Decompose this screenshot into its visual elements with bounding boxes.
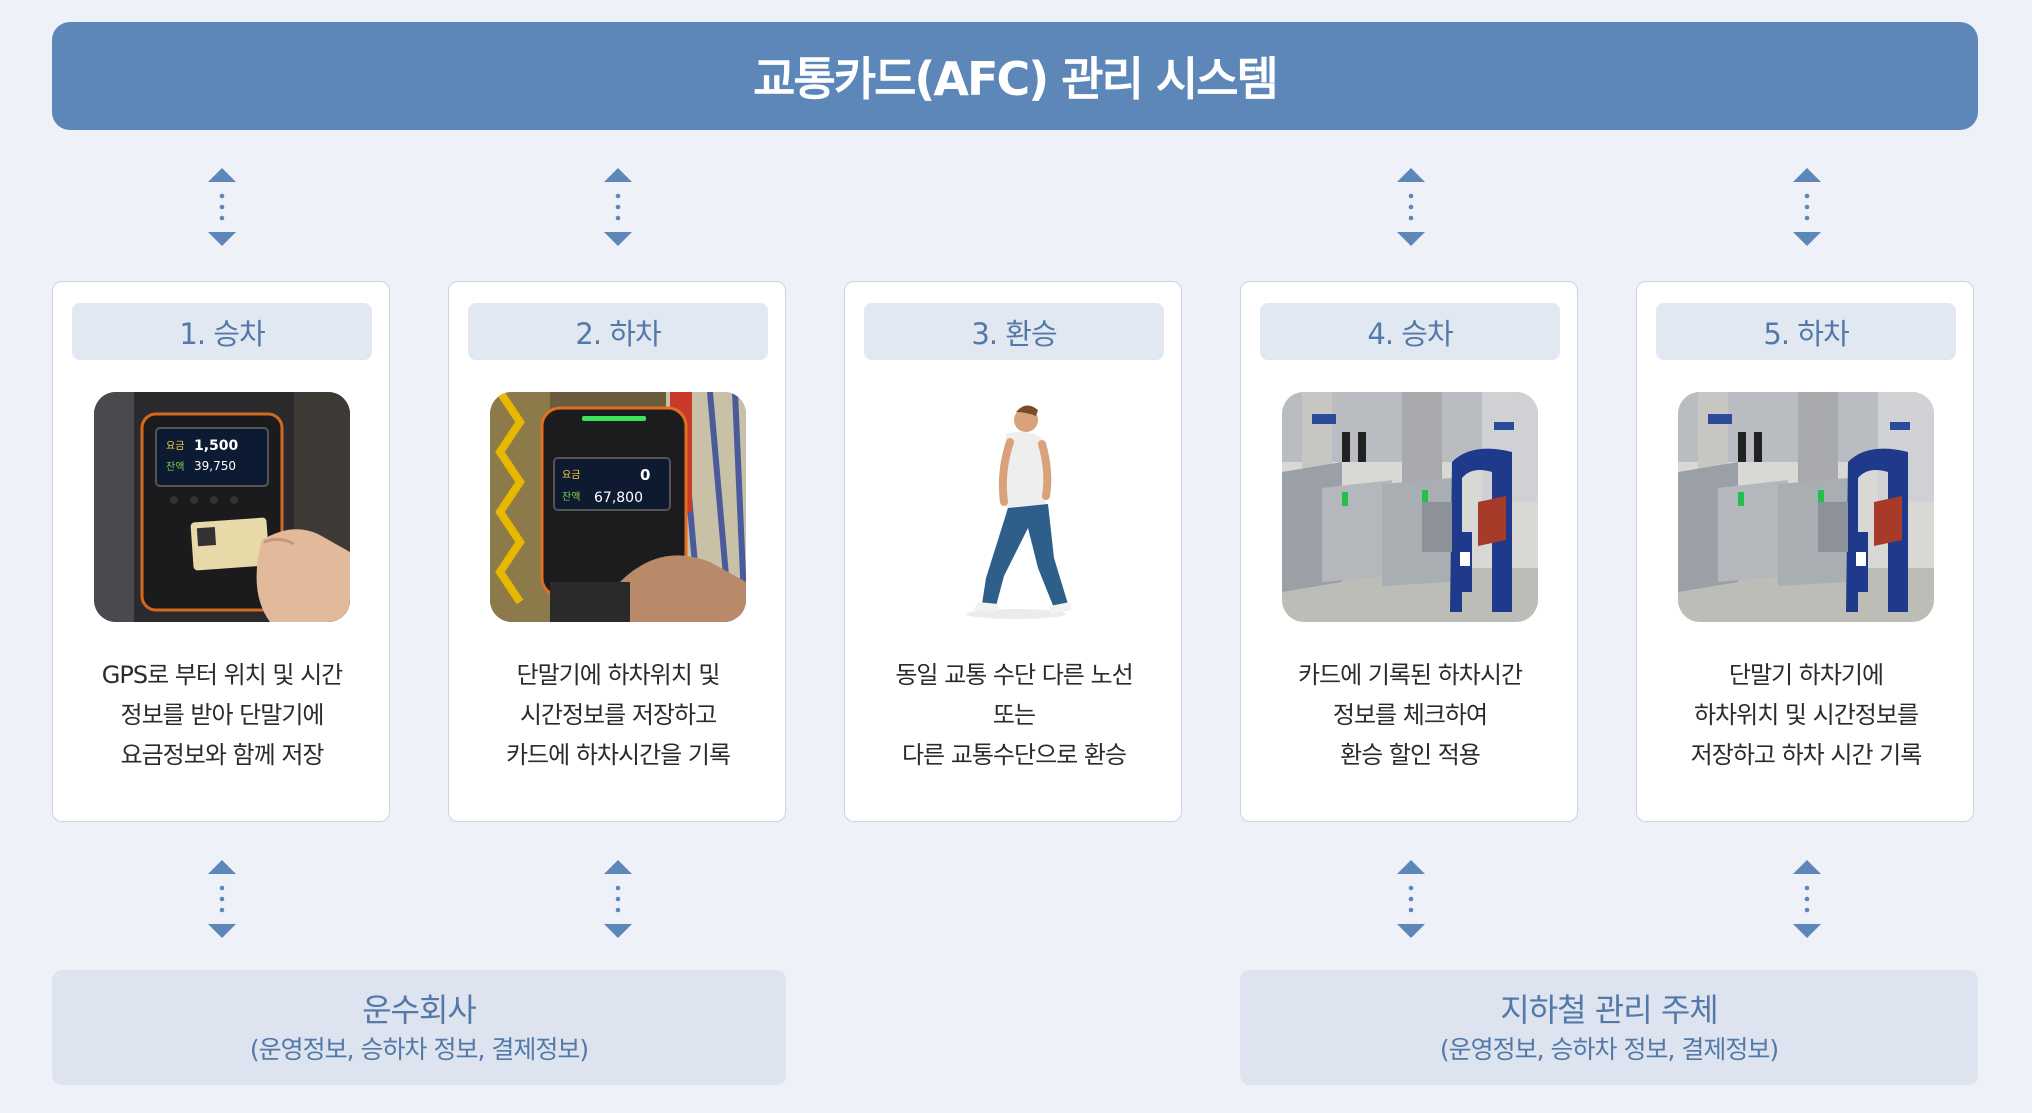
banner-title: 교통카드(AFC) 관리 시스템 (753, 52, 1279, 106)
step-description: 카드에 기록된 하차시간 정보를 체크하여 환승 할인 적용 (1255, 655, 1565, 775)
description-line: 단말기에 하차위치 및 (516, 661, 721, 689)
org-name: 운수회사 (362, 990, 477, 1029)
description-line: 정보를 체크하여 (1332, 701, 1488, 729)
description-line: 다른 교통수단으로 환승 (901, 741, 1127, 769)
step-card-1: 1. 승차 요금 1,500 잔액 39,750 GPS로 부터 위치 및 시간… (52, 281, 390, 822)
walking-person-illustration (886, 392, 1142, 622)
step-description: 단말기 하차기에 하차위치 및 시간정보를 저장하고 하차 시간 기록 (1651, 655, 1961, 775)
double-arrow-icon (1397, 168, 1425, 246)
bus-card-reader-photo: 요금 1,500 잔액 39,750 (94, 392, 350, 622)
step-card-3: 3. 환승 동일 교통 수단 다른 노선 또는 다른 교통수단으로 환승 (844, 281, 1182, 822)
step-title: 1. 승차 (72, 303, 372, 360)
org-box-subway-operator: 지하철 관리 주체 (운영정보, 승하차 정보, 결제정보) (1240, 970, 1978, 1085)
screen-balance-text: 67,800 (594, 490, 643, 506)
org-name: 지하철 관리 주체 (1500, 990, 1718, 1029)
screen-fare-text: 1,500 (194, 438, 239, 454)
description-line: 카드에 하차시간을 기록 (505, 741, 731, 769)
description-line: 요금정보와 함께 저장 (120, 741, 325, 769)
step-title: 3. 환승 (864, 303, 1164, 360)
description-line: 시간정보를 저장하고 (519, 701, 717, 729)
step-card-2: 2. 하차 요금 0 잔액 67,800 단말기에 하차위치 및 시간정보를 저… (448, 281, 786, 822)
double-arrow-icon (1793, 860, 1821, 938)
step-title: 2. 하차 (468, 303, 768, 360)
description-line: 하차위치 및 시간정보를 (1693, 701, 1919, 729)
step-card-4: 4. 승차 카드에 기록된 하차시간 정보를 체크하여 환승 할인 적용 (1240, 281, 1578, 822)
svg-text:요금: 요금 (166, 440, 184, 452)
step-description: GPS로 부터 위치 및 시간 정보를 받아 단말기에 요금정보와 함께 저장 (67, 655, 377, 775)
description-line: 저장하고 하차 시간 기록 (1690, 741, 1923, 769)
description-line: 정보를 받아 단말기에 (120, 701, 325, 729)
bus-exit-reader-photo: 요금 0 잔액 67,800 (490, 392, 746, 622)
org-detail: (운영정보, 승하차 정보, 결제정보) (1439, 1034, 1779, 1064)
double-arrow-icon (604, 168, 632, 246)
step-description: 단말기에 하차위치 및 시간정보를 저장하고 카드에 하차시간을 기록 (463, 655, 773, 775)
description-line: 동일 교통 수단 다른 노선 (895, 661, 1133, 689)
step-card-5: 5. 하차 단말기 하차기에 하차위치 및 시간정보를 저장하고 하차 (1636, 281, 1974, 822)
step-description: 동일 교통 수단 다른 노선 또는 다른 교통수단으로 환승 (859, 655, 1169, 775)
description-line: 환승 할인 적용 (1340, 741, 1481, 769)
description-line: 단말기 하차기에 (1728, 661, 1884, 689)
description-line: GPS로 부터 위치 및 시간 (101, 661, 343, 689)
subway-gate-photo (1282, 392, 1538, 622)
system-banner: 교통카드(AFC) 관리 시스템 (52, 22, 1978, 130)
double-arrow-icon (604, 860, 632, 938)
step-title: 5. 하차 (1656, 303, 1956, 360)
step-title: 4. 승차 (1260, 303, 1560, 360)
double-arrow-icon (208, 168, 236, 246)
double-arrow-icon (208, 860, 236, 938)
org-box-transport-company: 운수회사 (운영정보, 승하차 정보, 결제정보) (52, 970, 786, 1085)
svg-text:요금: 요금 (562, 469, 580, 481)
svg-text:잔액: 잔액 (562, 491, 580, 503)
svg-text:잔액: 잔액 (166, 461, 184, 473)
screen-fare-text: 0 (640, 466, 650, 484)
subway-gate-photo (1678, 392, 1934, 622)
double-arrow-icon (1397, 860, 1425, 938)
description-line: 카드에 기록된 하차시간 (1297, 661, 1523, 689)
description-line: 또는 (992, 701, 1036, 729)
double-arrow-icon (1793, 168, 1821, 246)
org-detail: (운영정보, 승하차 정보, 결제정보) (249, 1034, 589, 1064)
screen-balance-text: 39,750 (194, 459, 236, 473)
